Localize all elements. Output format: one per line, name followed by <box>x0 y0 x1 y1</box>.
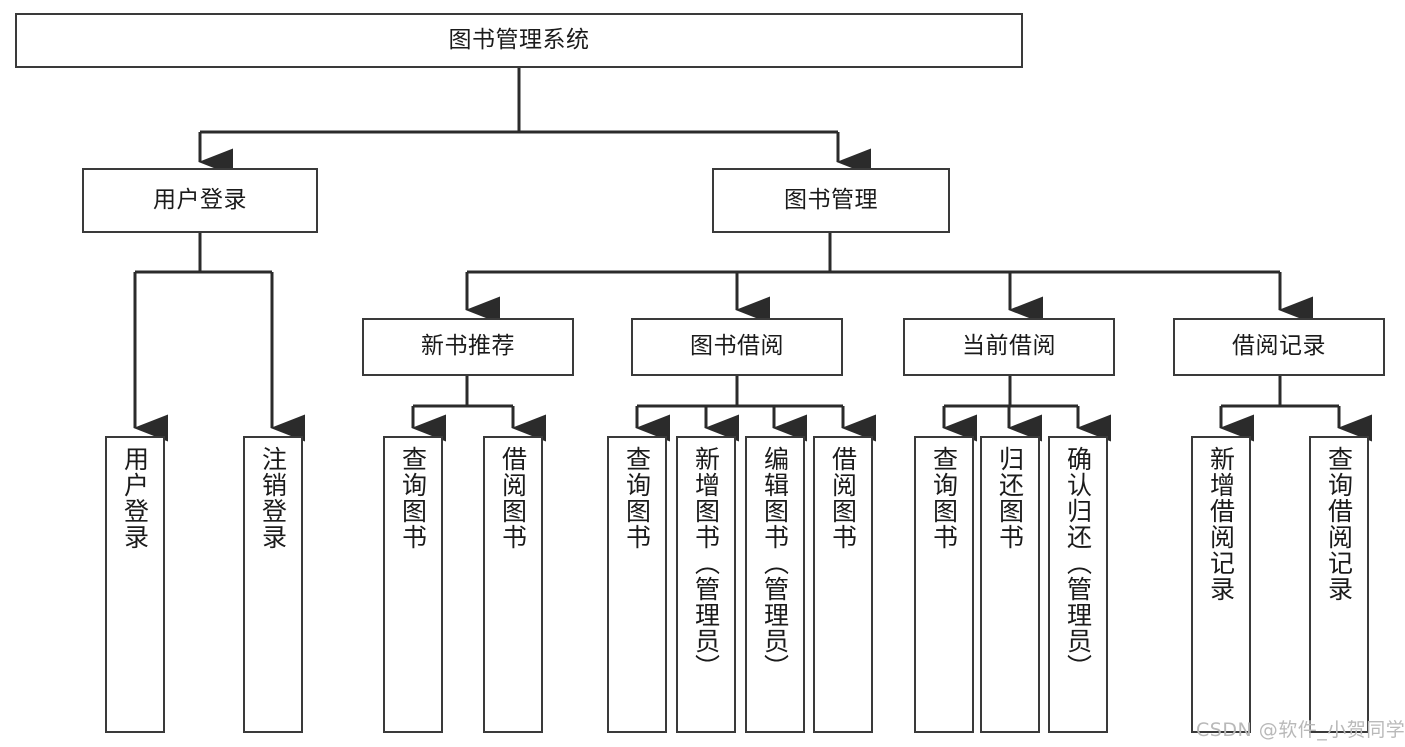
leaf-br-add-record-label: 新增借阅记录 <box>1206 446 1236 602</box>
node-book-borrow[interactable]: 图书借阅 <box>631 318 843 376</box>
leaf-user-login[interactable]: 用户登录 <box>105 436 165 733</box>
leaf-bb-query-book[interactable]: 查询图书 <box>607 436 667 733</box>
leaf-cb-confirm-return[interactable]: 确认归还（管理员） <box>1048 436 1108 733</box>
node-book-borrow-label: 图书借阅 <box>690 333 784 360</box>
node-borrow-record-label: 借阅记录 <box>1232 333 1326 360</box>
node-book-manage[interactable]: 图书管理 <box>712 168 950 233</box>
node-new-book-recommend[interactable]: 新书推荐 <box>362 318 574 376</box>
leaf-nb-borrow-book-label: 借阅图书 <box>498 446 528 550</box>
leaf-logout[interactable]: 注销登录 <box>243 436 303 733</box>
leaf-nb-query-book-label: 查询图书 <box>398 446 428 550</box>
leaf-bb-edit-book-label: 编辑图书（管理员） <box>760 446 790 680</box>
node-root[interactable]: 图书管理系统 <box>15 13 1023 68</box>
node-root-label: 图书管理系统 <box>448 26 590 53</box>
leaf-bb-borrow-book-label: 借阅图书 <box>828 446 858 550</box>
leaf-bb-query-book-label: 查询图书 <box>622 446 652 550</box>
node-user-login-label: 用户登录 <box>153 186 247 213</box>
leaf-cb-query-book-label: 查询图书 <box>929 446 959 550</box>
node-book-manage-label: 图书管理 <box>784 186 878 213</box>
leaf-user-login-label: 用户登录 <box>120 446 150 550</box>
leaf-nb-query-book[interactable]: 查询图书 <box>383 436 443 733</box>
leaf-bb-edit-book[interactable]: 编辑图书（管理员） <box>745 436 805 733</box>
leaf-cb-confirm-return-label: 确认归还（管理员） <box>1063 446 1093 680</box>
leaf-cb-return-book-label: 归还图书 <box>995 446 1025 550</box>
csdn-watermark: CSDN @软件_小贺同学 <box>1196 719 1405 741</box>
leaf-logout-label: 注销登录 <box>258 446 288 550</box>
node-current-borrow[interactable]: 当前借阅 <box>903 318 1115 376</box>
leaf-bb-add-book-label: 新增图书（管理员） <box>691 446 721 680</box>
leaf-br-query-record[interactable]: 查询借阅记录 <box>1309 436 1369 733</box>
leaf-cb-query-book[interactable]: 查询图书 <box>914 436 974 733</box>
node-current-borrow-label: 当前借阅 <box>962 333 1056 360</box>
leaf-br-query-record-label: 查询借阅记录 <box>1324 446 1354 602</box>
node-new-book-recommend-label: 新书推荐 <box>421 333 515 360</box>
leaf-bb-add-book[interactable]: 新增图书（管理员） <box>676 436 736 733</box>
leaf-cb-return-book[interactable]: 归还图书 <box>980 436 1040 733</box>
leaf-nb-borrow-book[interactable]: 借阅图书 <box>483 436 543 733</box>
leaf-bb-borrow-book[interactable]: 借阅图书 <box>813 436 873 733</box>
node-borrow-record[interactable]: 借阅记录 <box>1173 318 1385 376</box>
node-user-login[interactable]: 用户登录 <box>82 168 318 233</box>
leaf-br-add-record[interactable]: 新增借阅记录 <box>1191 436 1251 733</box>
